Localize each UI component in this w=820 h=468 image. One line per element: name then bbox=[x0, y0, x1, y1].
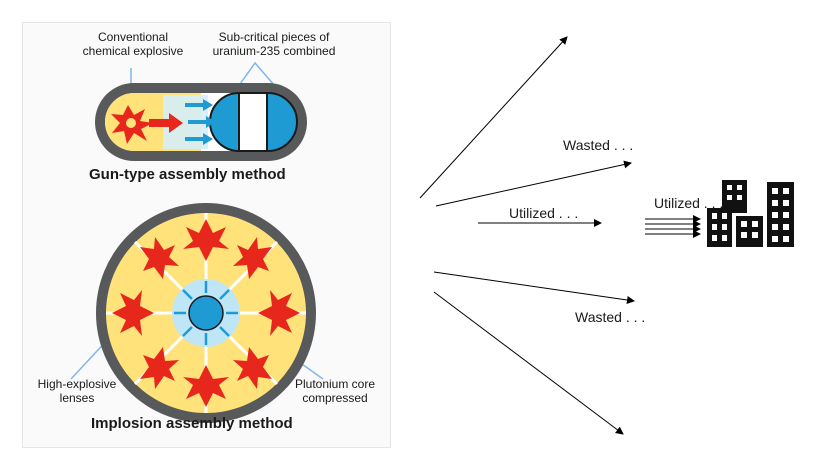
explosive-label-line1: Conventional bbox=[97, 30, 169, 44]
core-label-line2: compressed bbox=[302, 391, 368, 405]
uranium-label: Sub-critical pieces of uranium-235 combi… bbox=[199, 30, 349, 58]
core-label: Plutonium core compressed bbox=[285, 377, 385, 405]
explosion-icon bbox=[111, 105, 153, 144]
implosion-title: Implosion assembly method bbox=[91, 415, 293, 432]
weapon-assembly-figure: Conventional chemical explosive Sub-crit… bbox=[22, 22, 391, 448]
assembly-illustration bbox=[70, 61, 324, 423]
uranium-label-line1: Sub-critical pieces of bbox=[218, 30, 330, 44]
explosive-label: Conventional chemical explosive bbox=[73, 30, 193, 58]
explosive-label-line2: chemical explosive bbox=[82, 44, 184, 58]
utilized-label-city: Utilized . . . bbox=[654, 195, 724, 211]
push-arrows bbox=[185, 99, 216, 145]
wasted-label-top: Wasted . . . bbox=[563, 137, 634, 153]
city-buildings-icon bbox=[707, 180, 794, 247]
arrow-lower-wasted bbox=[433, 271, 635, 304]
gun-type-device bbox=[95, 83, 307, 161]
core-label-line1: Plutonium core bbox=[294, 377, 376, 391]
utilized-label-middle: Utilized . . . bbox=[509, 205, 579, 221]
arrow-upper-wasted bbox=[435, 160, 632, 207]
lenses-label-line2: lenses bbox=[59, 391, 95, 405]
inward-arrows bbox=[174, 281, 238, 345]
arrow-icon bbox=[149, 113, 183, 133]
arrow-down-wasted bbox=[433, 291, 624, 435]
gun-type-title: Gun-type assembly method bbox=[89, 166, 286, 183]
lens-bursts bbox=[112, 219, 300, 407]
wasted-label-bottom: Wasted . . . bbox=[575, 309, 646, 325]
arrow-up-wasted bbox=[419, 36, 568, 199]
lenses-label: High-explosive lenses bbox=[27, 377, 127, 405]
uranium-label-line2: uranium-235 combined bbox=[212, 44, 336, 58]
implosion-device bbox=[96, 203, 316, 423]
lenses-label-line1: High-explosive bbox=[37, 377, 117, 391]
